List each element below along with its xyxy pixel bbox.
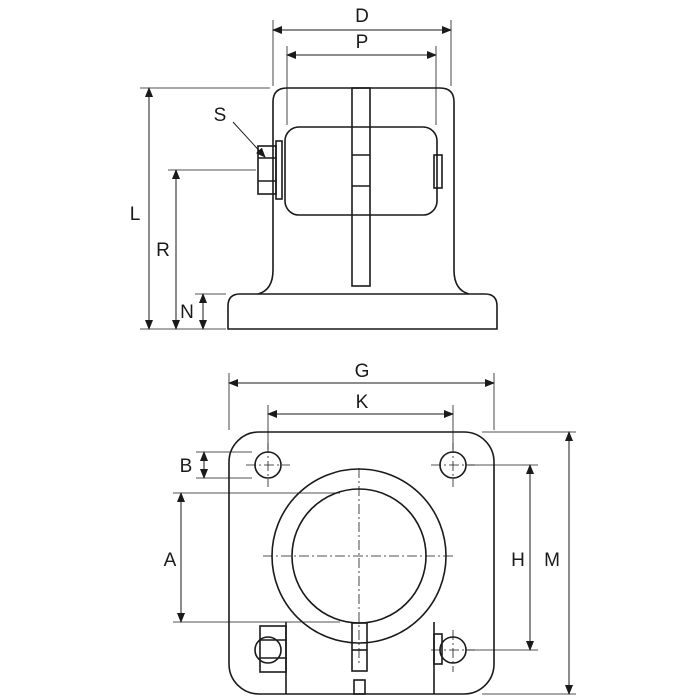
dim-label-K: K: [356, 392, 369, 413]
leader-S: [232, 121, 266, 158]
clamp-lug: [285, 622, 435, 694]
side-clamp-plate: [351, 87, 371, 287]
plan-dimensions: G K B A H M: [164, 361, 576, 695]
side-tube: [284, 126, 438, 216]
dim-label-D: D: [355, 6, 369, 27]
side-view: [227, 87, 498, 330]
side-tube-cap: [433, 154, 443, 189]
dim-label-L: L: [130, 204, 141, 225]
side-base-flange: [227, 293, 498, 330]
plan-screw-head: [259, 625, 287, 673]
side-screw-washer: [275, 140, 283, 200]
dim-label-B: B: [180, 456, 193, 477]
plan-view: [228, 431, 495, 695]
plan-base-plate: [228, 431, 495, 695]
side-dimensions: D P S L R N: [130, 6, 452, 330]
dim-label-G: G: [355, 361, 370, 382]
mounting-hole-bottom-left: [254, 636, 282, 664]
dim-label-A: A: [164, 550, 177, 571]
dim-label-P: P: [356, 32, 369, 53]
dim-label-M: M: [544, 550, 560, 571]
dim-label-N: N: [180, 302, 194, 323]
clamp-slot-lower: [353, 679, 366, 695]
clamp-slot: [351, 622, 368, 672]
dim-label-R: R: [156, 240, 170, 261]
plan-screw-nut: [433, 633, 443, 665]
dim-label-S: S: [214, 105, 227, 126]
dim-label-H: H: [511, 550, 525, 571]
